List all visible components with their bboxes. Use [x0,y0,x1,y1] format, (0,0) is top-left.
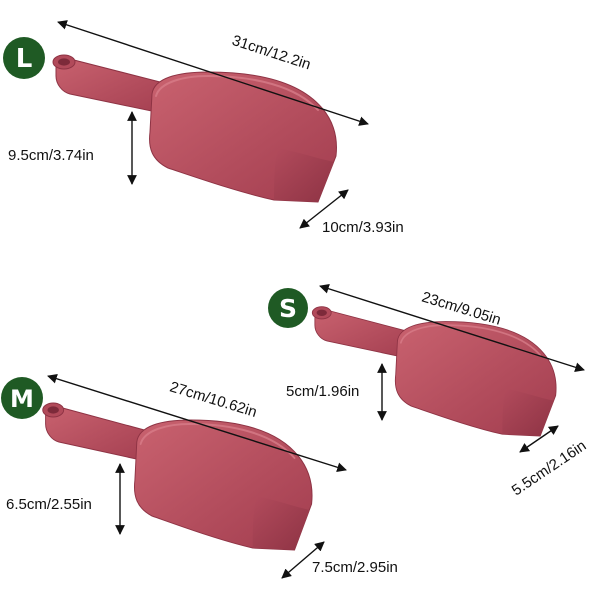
badge-small-circle [268,288,308,328]
length-label-large: 31cm/12.2in [230,32,313,73]
scoop-medium: M 27cm/10.62in 6.5cm/2.55in 7.5cm/2.95in [1,373,398,579]
badge-small: S [268,288,308,328]
width-label-small: 5.5cm/2.16in [509,437,590,499]
badge-medium-label: M [10,385,34,413]
width-arrow-small [519,425,559,453]
badge-large: L [3,37,45,79]
badge-large-label: L [16,44,33,74]
scoop-medium-image [41,402,314,551]
badge-small-label: S [279,294,297,323]
height-label-small: 5cm/1.96in [286,383,359,400]
badge-large-circle [3,37,45,79]
scoop-large-image [52,54,338,203]
badge-medium: M [1,377,43,419]
length-arrow-medium [47,373,347,473]
length-arrow-large [57,20,369,126]
width-arrow-medium [281,541,325,579]
scoop-large: L 31cm/12.2in 9.5cm/3.74in 10cm/3.93in [3,20,404,236]
height-label-large: 9.5cm/3.74in [8,147,94,164]
length-arrow-small [319,284,585,372]
scoop-small: S 23cm/9.05in 5cm/1.96in 5.5cm/2.16in [268,284,590,499]
height-label-medium: 6.5cm/2.55in [6,496,92,513]
width-label-medium: 7.5cm/2.95in [312,559,398,576]
width-arrow-large [299,189,349,229]
width-label-large: 10cm/3.93in [322,219,404,236]
scoop-small-image [311,305,557,437]
badge-medium-circle [1,377,43,419]
length-label-medium: 27cm/10.62in [168,378,259,421]
